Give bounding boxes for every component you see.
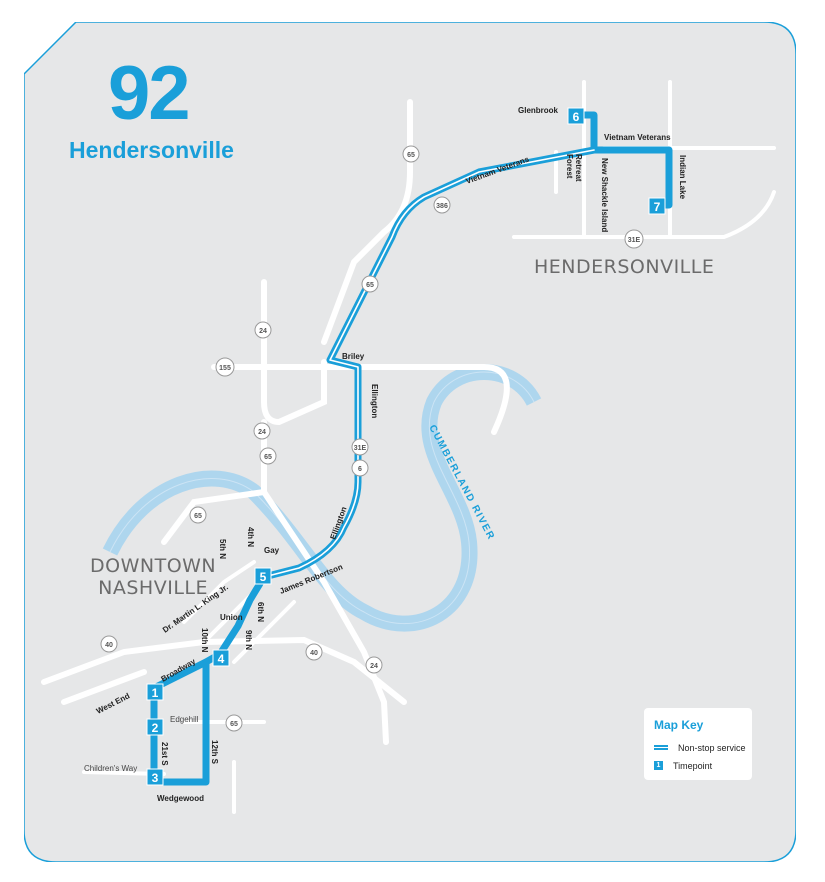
timepoint-6: 6 bbox=[567, 107, 585, 125]
svg-text:6: 6 bbox=[573, 110, 580, 124]
interstate-65-north-shield: 65 bbox=[402, 145, 420, 163]
svg-text:65: 65 bbox=[407, 152, 415, 159]
map-key-nonstop-label: Non-stop service bbox=[678, 742, 746, 753]
street-new-shackle-island: New Shackle Island bbox=[600, 158, 609, 232]
svg-text:155: 155 bbox=[219, 365, 231, 372]
route-92-line bbox=[150, 111, 673, 786]
svg-text:65: 65 bbox=[366, 282, 374, 289]
map-key-timepoint-row: 1 Timepoint bbox=[654, 760, 712, 771]
svg-text:3: 3 bbox=[152, 771, 159, 785]
timepoint-3: 3 bbox=[146, 768, 164, 786]
svg-text:6: 6 bbox=[358, 466, 362, 473]
shields: 65 386 65 24 155 24 65 31E 6 65 40 40 24… bbox=[100, 145, 644, 732]
timepoint-1: 1 bbox=[146, 683, 164, 701]
interstate-65-downtown-shield: 65 bbox=[189, 506, 207, 524]
street-indian-lake: Indian Lake bbox=[678, 155, 687, 200]
route-number: 92 bbox=[108, 51, 191, 136]
svg-text:24: 24 bbox=[370, 663, 378, 670]
interstate-65-bridge-shield: 65 bbox=[259, 447, 277, 465]
interstate-24-mid-shield: 24 bbox=[253, 422, 271, 440]
street-12th-s: 12th S bbox=[210, 740, 219, 765]
street-wedgewood: Wedgewood bbox=[157, 794, 204, 803]
timepoint-5: 5 bbox=[254, 567, 272, 585]
svg-text:40: 40 bbox=[105, 642, 113, 649]
route-386-shield: 386 bbox=[433, 196, 451, 214]
interstate-65-edgehill-shield: 65 bbox=[225, 714, 243, 732]
map-key-nonstop-row: Non-stop service bbox=[654, 742, 746, 753]
timepoint-7: 7 bbox=[648, 197, 666, 215]
interstate-24-north-shield: 24 bbox=[254, 321, 272, 339]
us-31e-hendersonville-shield: 31E bbox=[624, 229, 644, 249]
svg-text:40: 40 bbox=[310, 650, 318, 657]
street-briley: Briley bbox=[342, 352, 365, 361]
svg-text:65: 65 bbox=[264, 454, 272, 461]
svg-text:1: 1 bbox=[152, 686, 159, 700]
area-label-downtown: DOWNTOWN NASHVILLE bbox=[90, 555, 217, 600]
svg-text:5: 5 bbox=[260, 570, 267, 584]
timepoint-2: 2 bbox=[146, 718, 164, 736]
svg-text:24: 24 bbox=[258, 429, 266, 436]
route-6-shield: 6 bbox=[351, 459, 369, 477]
street-ellington-north: Ellington bbox=[370, 384, 379, 418]
svg-text:2: 2 bbox=[152, 721, 159, 735]
street-gay: Gay bbox=[264, 546, 280, 555]
interstate-40-east-shield: 40 bbox=[305, 643, 323, 661]
street-retreat: Retreat bbox=[574, 154, 583, 182]
timepoint-4: 4 bbox=[212, 649, 230, 667]
street-union: Union bbox=[220, 613, 243, 622]
timepoints: 1 2 3 4 5 6 7 bbox=[146, 107, 666, 786]
street-forest: Forest bbox=[565, 154, 574, 179]
interstate-65-mid-shield: 65 bbox=[361, 275, 379, 293]
street-vietnam-veterans-east: Vietnam Veterans bbox=[604, 133, 671, 142]
svg-text:31E: 31E bbox=[354, 445, 367, 452]
map-frame: 65 386 65 24 155 24 65 31E 6 65 40 40 24… bbox=[23, 21, 797, 863]
svg-text:7: 7 bbox=[654, 200, 661, 214]
area-label-hendersonville: HENDERSONVILLE bbox=[534, 256, 715, 278]
us-31e-shield: 31E bbox=[351, 438, 369, 456]
street-10th-n: 10th N bbox=[200, 628, 209, 653]
svg-text:4: 4 bbox=[218, 652, 225, 666]
street-edgehill: Edgehill bbox=[170, 715, 199, 724]
street-9th-n: 9th N bbox=[244, 630, 253, 650]
street-glenbrook: Glenbrook bbox=[518, 106, 559, 115]
map-canvas: 65 386 65 24 155 24 65 31E 6 65 40 40 24… bbox=[23, 21, 797, 863]
interstate-24-south-shield: 24 bbox=[365, 656, 383, 674]
svg-text:24: 24 bbox=[259, 328, 267, 335]
street-4th-n: 4th N bbox=[246, 527, 255, 547]
street-6th-n: 6th N bbox=[256, 602, 265, 622]
svg-text:386: 386 bbox=[436, 203, 448, 210]
svg-text:31E: 31E bbox=[628, 237, 641, 244]
area-label-downtown-line2: NASHVILLE bbox=[98, 576, 208, 599]
map-key-timepoint-label: Timepoint bbox=[673, 760, 713, 771]
area-label-downtown-line1: DOWNTOWN bbox=[90, 555, 217, 577]
route-155-shield: 155 bbox=[215, 357, 235, 377]
timepoint-box-icon: 1 bbox=[654, 761, 663, 771]
map-key-title: Map Key bbox=[654, 718, 704, 732]
interstate-40-west-shield: 40 bbox=[100, 635, 118, 653]
street-childrens-way: Children's Way bbox=[84, 764, 137, 773]
map-key: Map Key Non-stop service 1 Timepoint bbox=[644, 708, 752, 780]
svg-text:65: 65 bbox=[194, 513, 202, 520]
street-5th-n: 5th N bbox=[218, 539, 227, 559]
street-21st-s: 21st S bbox=[160, 742, 169, 766]
nonstop-line-icon bbox=[654, 745, 668, 751]
svg-text:65: 65 bbox=[230, 721, 238, 728]
route-name: Hendersonville bbox=[69, 137, 234, 163]
